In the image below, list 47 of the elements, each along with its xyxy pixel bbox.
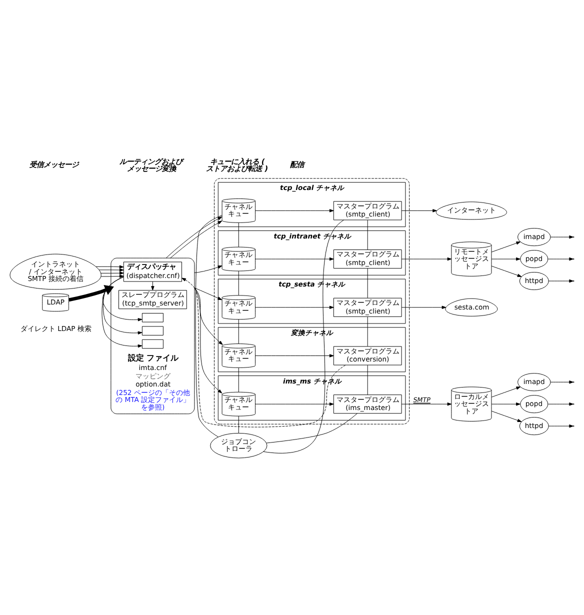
arrow xyxy=(194,288,222,394)
connector xyxy=(266,413,358,444)
arrow xyxy=(401,257,452,261)
arrow xyxy=(255,209,334,212)
connector xyxy=(195,214,222,438)
arrow xyxy=(96,265,124,268)
arrow xyxy=(491,266,522,277)
arrow xyxy=(401,402,452,406)
arrow xyxy=(255,402,334,406)
node-box xyxy=(142,339,164,349)
arrow xyxy=(401,209,437,212)
arrow xyxy=(548,257,574,261)
arrow xyxy=(255,354,334,358)
cluster xyxy=(214,178,410,424)
arrow xyxy=(98,268,124,272)
connector xyxy=(238,270,239,296)
connector xyxy=(367,268,368,298)
arrow xyxy=(255,306,334,309)
arrow xyxy=(255,257,334,261)
arrow xyxy=(491,410,522,422)
arrow xyxy=(491,257,520,261)
connector xyxy=(367,316,368,347)
connector xyxy=(238,319,239,344)
arrow xyxy=(491,386,521,398)
arrow xyxy=(194,266,222,274)
node-box xyxy=(142,326,164,336)
arrow xyxy=(548,279,574,283)
connector xyxy=(367,364,368,395)
connector xyxy=(238,222,239,248)
arrow xyxy=(182,278,346,428)
arrow xyxy=(401,306,446,309)
connector xyxy=(367,220,368,250)
connector xyxy=(263,220,344,454)
connector xyxy=(238,416,239,434)
arrow xyxy=(100,274,124,278)
arrow xyxy=(100,272,124,275)
arrow xyxy=(151,281,154,290)
arrow xyxy=(550,380,574,384)
arrow xyxy=(491,242,521,252)
arrow xyxy=(102,276,142,348)
arrow xyxy=(194,288,223,345)
arrow xyxy=(491,402,520,406)
arrow xyxy=(68,285,114,302)
arrow xyxy=(550,235,574,239)
arrow xyxy=(194,288,222,300)
connector xyxy=(238,368,239,392)
node-box xyxy=(142,313,164,322)
